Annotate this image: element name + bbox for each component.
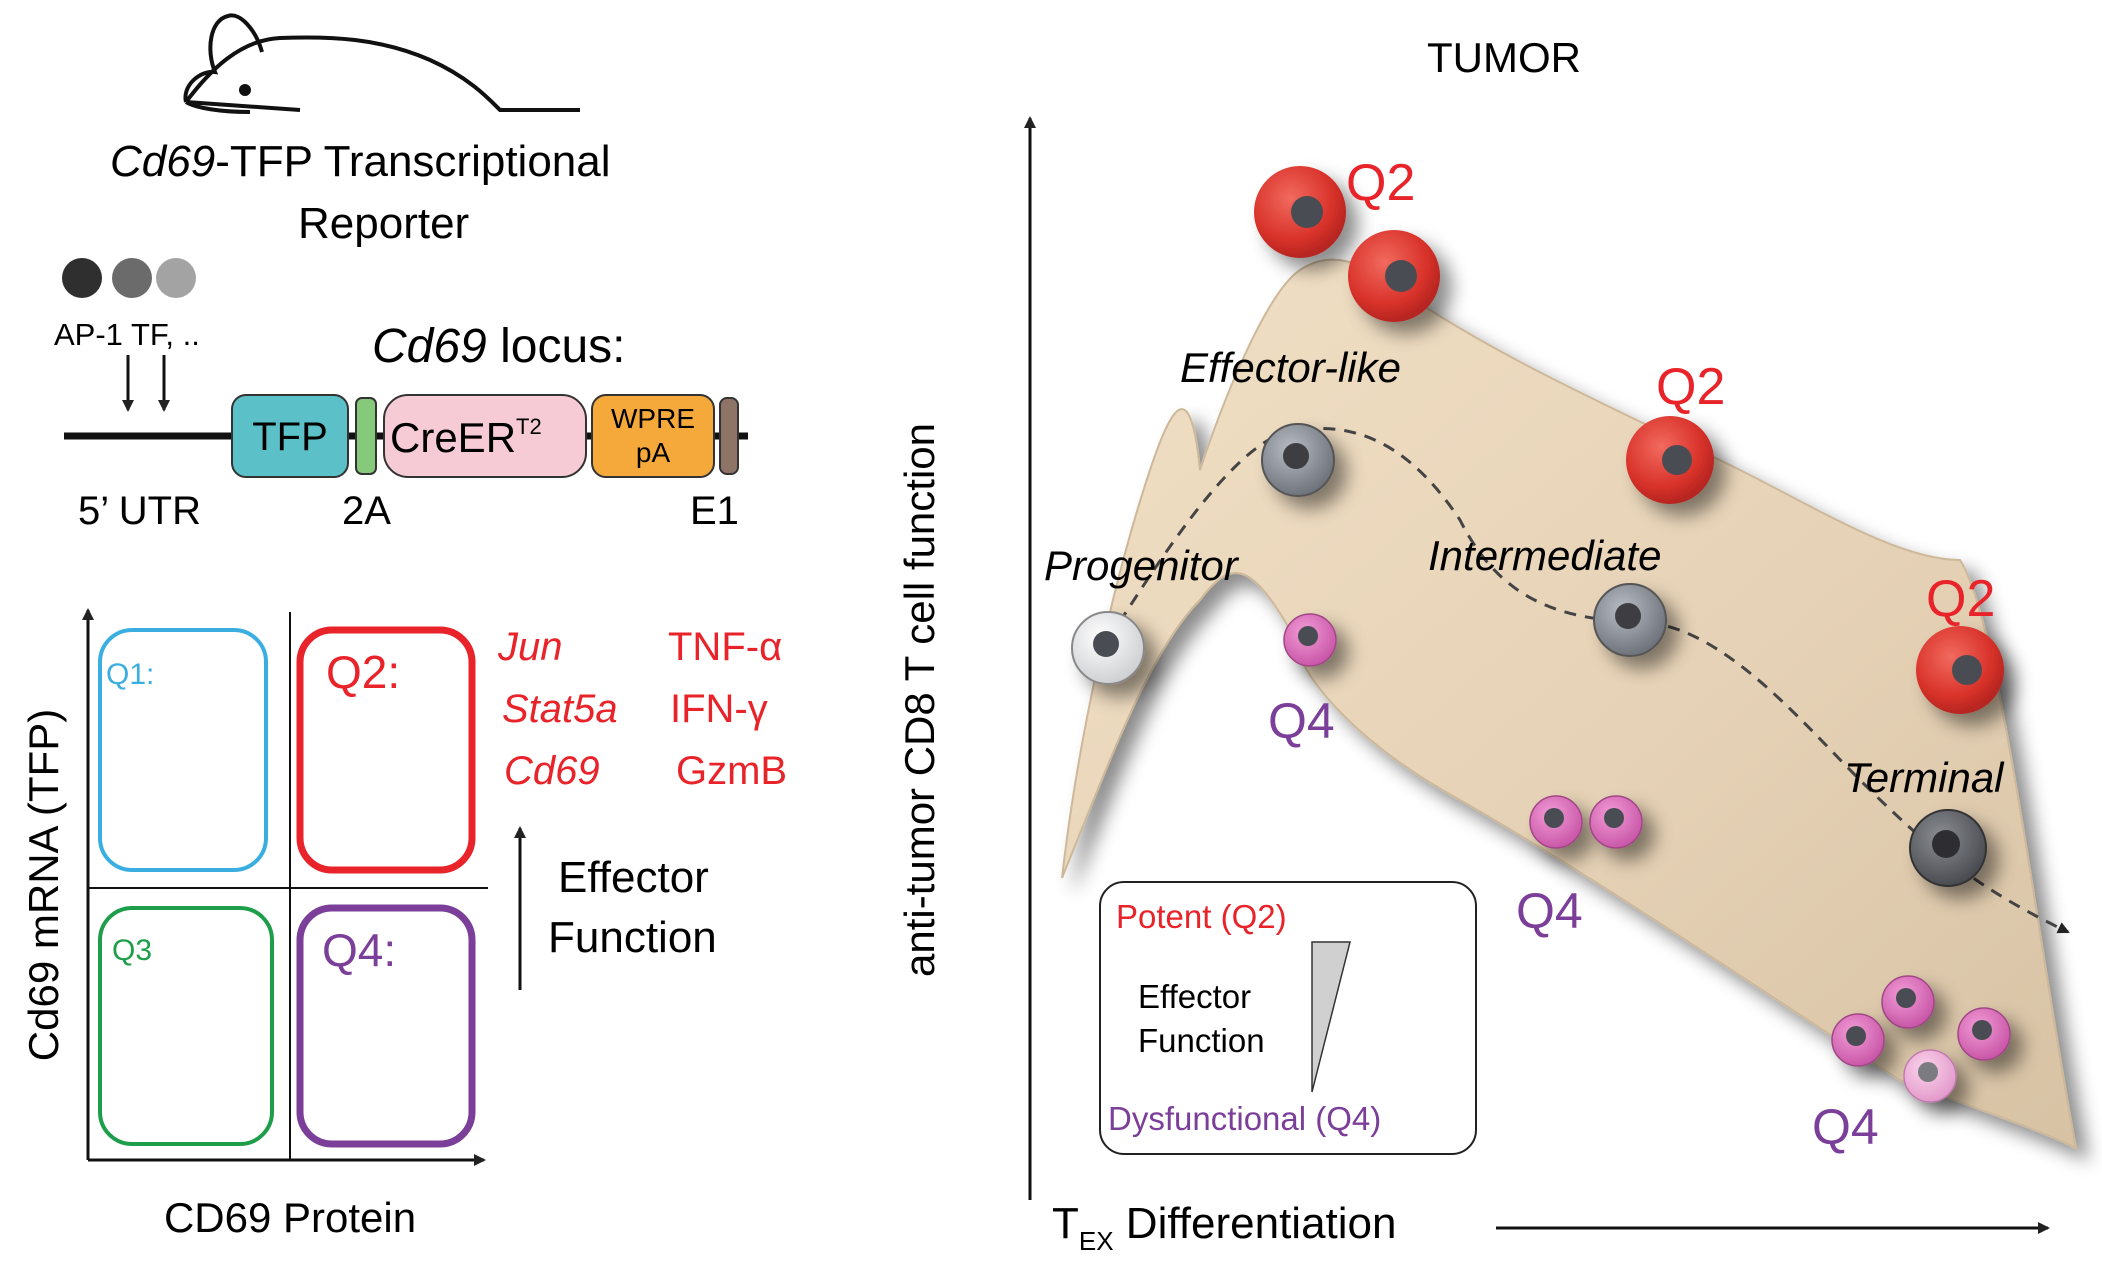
q4-cell bbox=[1529, 795, 1583, 849]
landscape-x-label: TEX Differentiation bbox=[1052, 1199, 1396, 1256]
q2-label-mid: Q2 bbox=[1656, 358, 1725, 416]
segment-e1 bbox=[719, 397, 739, 475]
effector-label-2: Function bbox=[548, 913, 717, 962]
tumor-title: TUMOR bbox=[1427, 34, 1581, 81]
effector-like-cell bbox=[1261, 423, 1335, 497]
state-terminal: Terminal bbox=[1844, 754, 2005, 801]
cytokine-gzmb: GzmB bbox=[676, 749, 787, 793]
q4-label-2: Q4 bbox=[1516, 883, 1583, 939]
cytokine-tnfa: TNF-α bbox=[668, 625, 782, 669]
terminal-cell bbox=[1909, 809, 1987, 887]
progenitor-cell bbox=[1071, 611, 1145, 685]
state-effector-like: Effector-like bbox=[1180, 344, 1401, 391]
reporter-title: Cd69-TFP Transcriptional bbox=[110, 137, 611, 186]
intermediate-cell bbox=[1593, 583, 1667, 657]
legend-wedge bbox=[1311, 941, 1351, 1093]
reporter-title-line2: Reporter bbox=[298, 199, 469, 248]
tfp-label: TFP bbox=[252, 415, 328, 459]
label-e1: E1 bbox=[690, 489, 739, 533]
q3-label: Q3 bbox=[112, 934, 152, 967]
state-intermediate: Intermediate bbox=[1428, 532, 1661, 579]
q2-box bbox=[296, 626, 476, 874]
wpre-label: WPRE bbox=[611, 403, 695, 434]
q1-box bbox=[98, 628, 268, 872]
q2-gene-list: Jun Stat5a Cd69 TNF-α IFN-γ GzmB bbox=[497, 625, 787, 793]
creer-box bbox=[383, 394, 587, 478]
pa-label: pA bbox=[636, 437, 671, 468]
effector-label-1: Effector bbox=[558, 853, 709, 902]
legend-dysfunctional: Dysfunctional (Q4) bbox=[1108, 1100, 1381, 1137]
tf-dot-3 bbox=[156, 258, 196, 298]
q4-label-1: Q4 bbox=[1268, 693, 1335, 749]
tfp-box bbox=[231, 394, 349, 478]
q2-cell bbox=[1254, 166, 1346, 258]
q2-label: Q2: bbox=[326, 646, 400, 698]
q3-box bbox=[98, 906, 274, 1146]
label-2a: 2A bbox=[342, 489, 391, 533]
tf-dot-2 bbox=[112, 258, 152, 298]
q4-label-3: Q4 bbox=[1812, 1099, 1879, 1155]
q4-label: Q4: bbox=[322, 924, 396, 976]
q2-label-top: Q2 bbox=[1346, 154, 1415, 212]
q2-cell bbox=[1626, 416, 1714, 504]
q4-cell bbox=[1957, 1007, 2011, 1061]
legend-potent: Potent (Q2) bbox=[1116, 898, 1287, 935]
q4-cell bbox=[1881, 975, 1935, 1029]
state-progenitor: Progenitor bbox=[1044, 542, 1240, 589]
wpre-box bbox=[591, 394, 715, 478]
tf-dots bbox=[62, 258, 196, 298]
quad-y-label: Cd69 mRNA (TFP) bbox=[20, 709, 67, 1061]
legend-box: Potent (Q2) Effector Function Dysfunctio… bbox=[1099, 881, 1477, 1155]
gene-cd69: Cd69 bbox=[504, 749, 600, 793]
legend-effector-1: Effector bbox=[1138, 978, 1251, 1015]
q4-cell bbox=[1903, 1049, 1957, 1103]
legend-effector-2: Function bbox=[1138, 1022, 1265, 1059]
q4-cell bbox=[1283, 613, 1337, 667]
q4-cell bbox=[1831, 1013, 1885, 1067]
creer-label: CreERT2 bbox=[390, 414, 542, 461]
quadrant-plot: Q1: Q2: Q3 Q4: bbox=[82, 608, 488, 1166]
q1-label: Q1: bbox=[106, 658, 154, 691]
q4-cell bbox=[1589, 795, 1643, 849]
gene-stat5a: Stat5a bbox=[502, 687, 618, 731]
differentiation-trajectory bbox=[1106, 427, 2070, 934]
q4-box bbox=[296, 904, 476, 1148]
landscape-y-label: anti-tumor CD8 T cell function bbox=[896, 423, 943, 977]
tf-label: AP-1 TF, .. bbox=[54, 317, 200, 352]
segment-2a bbox=[355, 397, 377, 475]
tf-dot-1 bbox=[62, 258, 102, 298]
cytokine-ifng: IFN-γ bbox=[670, 687, 768, 731]
gene-construct: TFP CreERT2 WPRE pA bbox=[64, 394, 748, 478]
utr-label: 5’ UTR bbox=[78, 489, 201, 533]
gene-jun: Jun bbox=[497, 625, 563, 669]
q2-cell bbox=[1916, 626, 2004, 714]
quad-x-label: CD69 Protein bbox=[164, 1194, 416, 1241]
locus-title: Cd69 locus: bbox=[372, 320, 625, 373]
q2-label-right: Q2 bbox=[1926, 570, 1995, 628]
q2-cell bbox=[1348, 230, 1440, 322]
mouse-icon bbox=[183, 13, 580, 114]
